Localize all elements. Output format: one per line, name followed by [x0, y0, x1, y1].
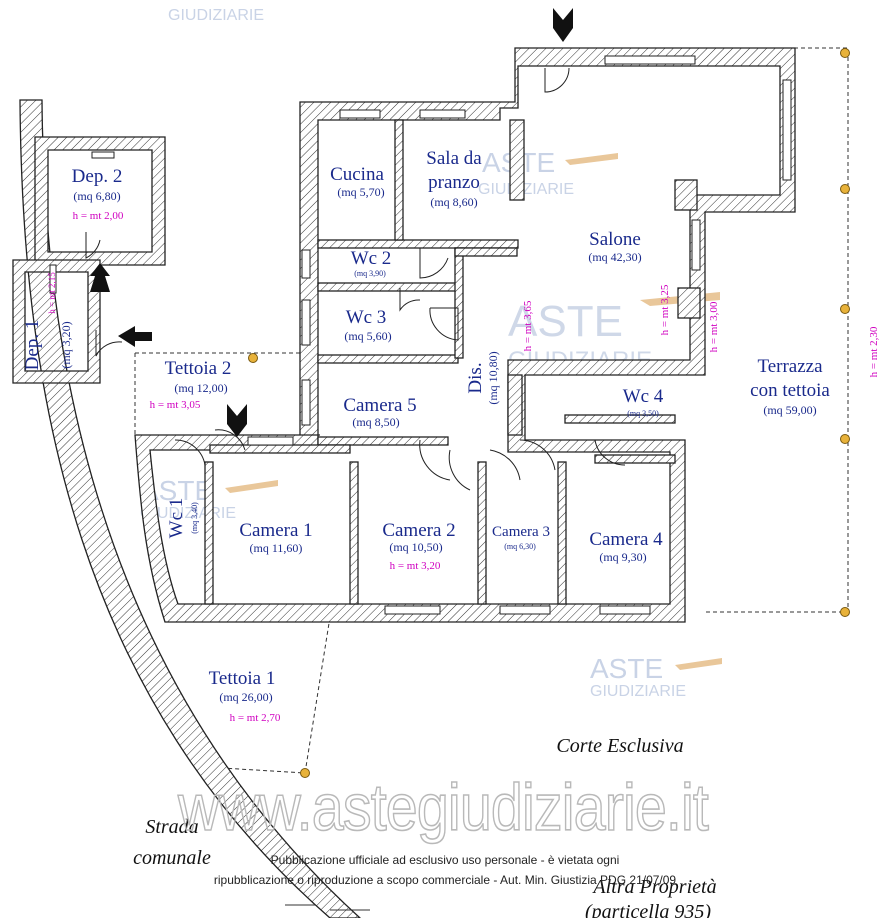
svg-text:h = mt 3,00: h = mt 3,00: [708, 301, 720, 352]
label-terrazza: Terrazza con tettoia (mq 59,00) h = mt 2…: [750, 326, 880, 417]
windows: [49, 55, 792, 615]
label-dep2: Dep. 2 (mq 6,80) h = mt 2,00: [72, 166, 124, 222]
svg-text:Tettoia 2: Tettoia 2: [165, 358, 232, 379]
label-salone: Salone (mq 42,30) h = mt 3,25: [588, 229, 671, 335]
svg-text:(mq 10,80): (mq 10,80): [486, 351, 500, 404]
svg-text:Tettoia 1: Tettoia 1: [209, 668, 276, 689]
svg-text:h = mt 2,15: h = mt 2,15: [47, 272, 57, 314]
svg-text:(mq 42,30): (mq 42,30): [588, 250, 641, 264]
label-tettoia2: Tettoia 2 (mq 12,00) h = mt 3,05: [150, 358, 232, 411]
svg-text:(mq 8,60): (mq 8,60): [430, 195, 477, 209]
svg-text:con tettoia: con tettoia: [750, 380, 830, 401]
svg-text:(mq 3,40): (mq 3,40): [190, 502, 199, 534]
svg-text:Wc 2: Wc 2: [351, 248, 392, 269]
svg-text:h = mt 3,05: h = mt 3,05: [150, 399, 201, 411]
svg-text:GIUDIZIARIE: GIUDIZIARIE: [478, 181, 574, 198]
dep1-walls: [12, 259, 101, 384]
svg-text:(mq 59,00): (mq 59,00): [763, 403, 816, 417]
label-particella: (particella 935): [585, 901, 711, 918]
svg-text:Salone: Salone: [589, 229, 641, 250]
svg-text:(mq 12,00): (mq 12,00): [174, 381, 227, 395]
svg-text:Camera 2: Camera 2: [382, 520, 455, 541]
arrow-icon: [118, 326, 152, 347]
svg-text:(mq 8,50): (mq 8,50): [352, 415, 399, 429]
svg-text:Dep. 1: Dep. 1: [22, 320, 43, 371]
svg-text:Wc 1: Wc 1: [166, 498, 187, 539]
svg-text:(mq 5,60): (mq 5,60): [344, 329, 391, 343]
svg-text:Wc 4: Wc 4: [623, 386, 664, 407]
label-wc4: Wc 4 (mq 3,50): [623, 386, 664, 418]
label-wc3: Wc 3 (mq 5,60): [344, 307, 391, 343]
svg-text:(mq 11,60): (mq 11,60): [250, 541, 303, 555]
inner-walls: [204, 119, 701, 605]
label-salone-h2: h = mt 3,00: [708, 301, 720, 352]
svg-text:h = mt 2,30: h = mt 2,30: [868, 326, 880, 377]
watermark-url: www.astegiudiziarie.it: [177, 770, 708, 844]
svg-text:h = mt 3,65: h = mt 3,65: [522, 300, 534, 351]
svg-text:Camera 1: Camera 1: [239, 520, 312, 541]
label-strada-line1: Strada: [145, 816, 198, 838]
svg-text:GIUDIZIARIE: GIUDIZIARIE: [590, 683, 686, 700]
svg-text:(mq 6,80): (mq 6,80): [73, 189, 120, 203]
label-sala: Sala da pranzo (mq 8,60): [426, 148, 482, 209]
label-dis: Dis. (mq 10,80) h = mt 3,65: [465, 300, 534, 405]
label-camera4: Camera 4 (mq 9,30): [589, 529, 663, 564]
svg-text:(mq 3,20): (mq 3,20): [59, 321, 73, 368]
svg-text:h = mt 2,00: h = mt 2,00: [73, 210, 124, 222]
svg-text:h = mt 2,70: h = mt 2,70: [230, 712, 281, 724]
svg-text:Wc 3: Wc 3: [346, 307, 387, 328]
label-corte-esclusiva: Corte Esclusiva: [556, 735, 683, 757]
svg-text:(mq 3,90): (mq 3,90): [354, 269, 386, 278]
label-altra-proprieta: Altra Proprietà: [591, 876, 716, 898]
label-dep1: Dep. 1 (mq 3,20) h = mt 2,15: [22, 272, 73, 371]
svg-text:(mq 3,50): (mq 3,50): [627, 409, 659, 418]
label-wc2: Wc 2 (mq 3,90): [351, 248, 392, 278]
dep2-walls: [34, 136, 166, 266]
svg-text:GIUDIZIARIE: GIUDIZIARIE: [168, 7, 264, 24]
svg-text:Cucina: Cucina: [330, 164, 384, 185]
main-walls: [134, 47, 796, 623]
svg-text:(mq 5,70): (mq 5,70): [337, 185, 384, 199]
svg-text:Sala da: Sala da: [426, 148, 482, 169]
svg-text:Terrazza: Terrazza: [757, 356, 823, 377]
label-tettoia1: Tettoia 1 (mq 26,00) h = mt 2,70: [209, 668, 281, 724]
label-camera1: Camera 1 (mq 11,60): [239, 520, 312, 555]
notice-line1: Pubblicazione ufficiale ad esclusivo uso…: [271, 853, 620, 867]
label-camera2: Camera 2 (mq 10,50) h = mt 3,20: [382, 520, 455, 572]
svg-text:ASTE: ASTE: [508, 297, 623, 346]
svg-text:Camera 4: Camera 4: [589, 529, 663, 550]
svg-text:Dis.: Dis.: [465, 362, 486, 393]
arrow-icon: [227, 404, 247, 437]
svg-text:h = mt 3,25: h = mt 3,25: [659, 284, 671, 335]
svg-text:Camera 5: Camera 5: [343, 395, 416, 416]
entrance-arrows: [90, 8, 573, 437]
svg-text:(mq 9,30): (mq 9,30): [599, 550, 646, 564]
watermark-logo-top: GIUDIZIARIE: [168, 7, 264, 24]
arrow-icon: [90, 263, 110, 292]
watermark-logo-sala: ASTE GIUDIZIARIE: [478, 147, 618, 198]
svg-text:pranzo: pranzo: [428, 172, 480, 193]
label-cucina: Cucina (mq 5,70): [330, 164, 385, 199]
posts: [248, 48, 850, 778]
watermark-logo-corte: ASTE GIUDIZIARIE: [590, 653, 722, 700]
svg-text:(mq 6,30): (mq 6,30): [504, 542, 536, 551]
label-wc1: Wc 1 (mq 3,40): [166, 498, 199, 539]
label-camera3: Camera 3 (mq 6,30): [492, 524, 550, 551]
road-wall: [19, 99, 361, 918]
svg-text:Dep. 2: Dep. 2: [72, 166, 123, 187]
svg-text:(mq 10,50): (mq 10,50): [389, 540, 442, 554]
arrow-icon: [553, 8, 573, 42]
svg-text:ASTE: ASTE: [590, 653, 663, 684]
svg-text:Camera 3: Camera 3: [492, 524, 550, 540]
svg-text:(mq 26,00): (mq 26,00): [219, 690, 272, 704]
notice-line2: ripubblicazione o riproduzione a scopo c…: [214, 873, 677, 887]
doors: [85, 67, 626, 491]
svg-text:h = mt 3,20: h = mt 3,20: [390, 560, 441, 572]
label-strada-line2: comunale: [133, 847, 211, 869]
label-camera5: Camera 5 (mq 8,50): [343, 395, 416, 429]
